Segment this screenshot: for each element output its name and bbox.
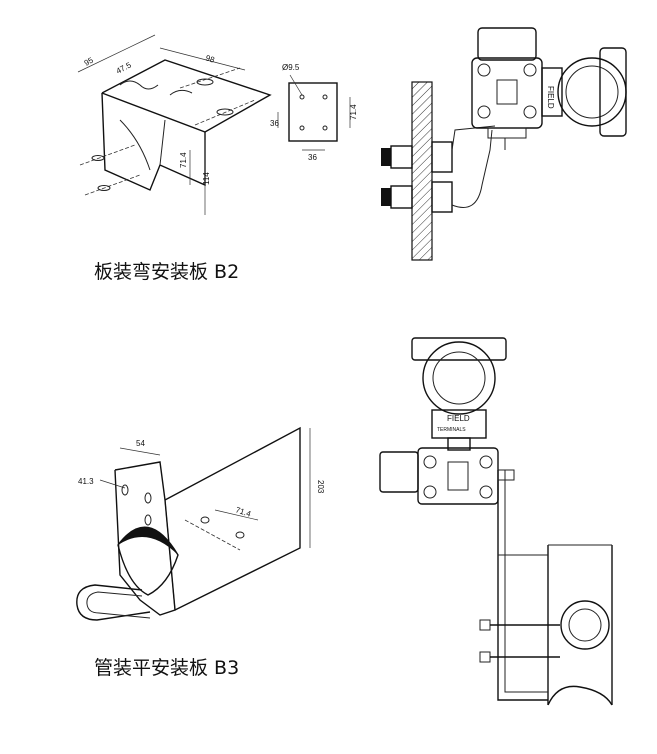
wall-bolts	[381, 141, 453, 213]
plate-dim-36h: 36	[308, 153, 317, 162]
b2-dim-114: 114	[202, 172, 211, 185]
b3-transmitter: FIELD TERMINALS	[379, 337, 515, 505]
caption-b2: 板装弯安装板 B2	[94, 261, 240, 283]
b3-field-label: FIELD	[447, 414, 470, 423]
b2-transmitter: FIELD	[471, 27, 627, 150]
plate-dim-71: 71.4	[349, 104, 358, 120]
plate-dim-hole: Ø9.5	[282, 63, 300, 72]
b3-clamp-bolts	[479, 619, 560, 663]
b2-dim-98: 98	[204, 53, 216, 64]
caption-b3: 管装平安装板 B3	[94, 657, 240, 679]
b2-field-label: FIELD	[546, 86, 555, 109]
b3-terminals-label: TERMINALS	[437, 427, 466, 433]
b2-bolts	[79, 67, 256, 196]
b3-dim-203: 203	[316, 480, 325, 494]
b3-dim-41: 41.3	[78, 477, 94, 486]
plate-dim-36v: 36	[270, 119, 279, 128]
vertical-pipe	[547, 544, 613, 706]
b2-dim-71: 71.4	[179, 152, 188, 168]
b3-dim-54: 54	[136, 439, 145, 448]
